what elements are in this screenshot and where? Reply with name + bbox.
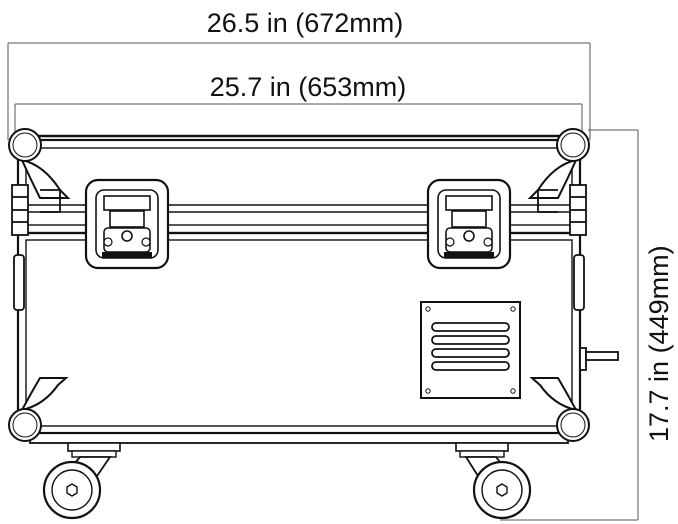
outer-width-dimension: 26.5 in (672mm) bbox=[7, 8, 591, 140]
height-dimension: 17.7 in (449mm) bbox=[500, 129, 674, 521]
caster-left bbox=[42, 442, 121, 520]
right-connector-plate bbox=[579, 347, 619, 371]
corner-bottom-right bbox=[529, 377, 590, 442]
outer-width-label: 26.5 in (672mm) bbox=[207, 8, 404, 38]
left-side-hardware bbox=[11, 184, 61, 311]
corner-top-left bbox=[8, 128, 71, 199]
inner-width-dimension: 25.7 in (653mm) bbox=[14, 72, 583, 138]
inner-width-label: 25.7 in (653mm) bbox=[210, 72, 407, 102]
corner-top-right bbox=[527, 128, 590, 199]
caster-right bbox=[455, 442, 532, 520]
height-label: 17.7 in (449mm) bbox=[644, 245, 674, 442]
right-side-hardware bbox=[537, 184, 587, 311]
latch-left[interactable] bbox=[84, 178, 170, 270]
vent-panel bbox=[420, 301, 521, 399]
corner-bottom-left bbox=[8, 377, 69, 442]
latch-right[interactable] bbox=[426, 178, 512, 270]
